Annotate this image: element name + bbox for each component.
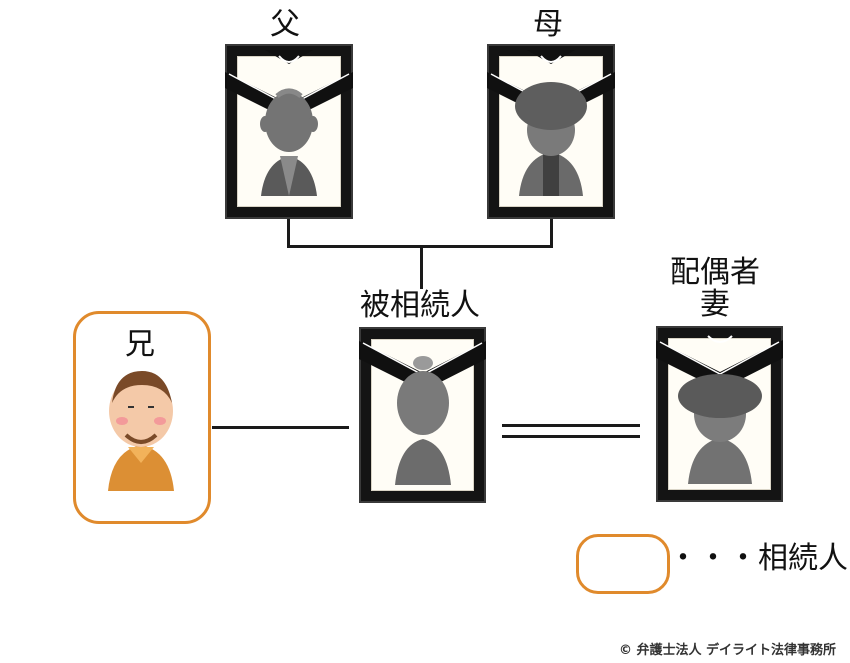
deceased-body-icon: [395, 439, 451, 485]
mother-portrait: [487, 50, 615, 196]
sibling-line: [212, 426, 349, 429]
mother-hair-icon: [515, 82, 587, 130]
spouse-label-line1: 配偶者: [670, 255, 760, 290]
mother-label: 母: [533, 7, 563, 42]
deceased-portrait: [359, 341, 486, 485]
spouse-label-line2: 妻: [700, 287, 730, 322]
marriage-line-top: [502, 424, 640, 427]
father-memorial-frame: [225, 44, 353, 219]
spouse-body-icon: [688, 438, 752, 484]
father-portrait: [225, 50, 353, 196]
brother-hair-icon: [112, 371, 172, 403]
spouse-portrait: [656, 335, 783, 484]
deceased-label: 被相続人: [360, 288, 480, 323]
brother-shirt-icon: [108, 445, 174, 491]
parents-to-child-line: [420, 245, 423, 289]
deceased-head-icon: [397, 371, 449, 435]
brother-portrait: [108, 371, 174, 491]
father-label: 父: [270, 7, 300, 42]
marriage-line-bottom: [502, 435, 640, 438]
brother-face-icon: [109, 375, 173, 447]
legend-text: ・・・相続人: [668, 541, 848, 576]
father-head-icon: [265, 92, 313, 152]
legend-heir-swatch: [576, 534, 670, 594]
parents-connector-left: [287, 218, 290, 248]
deceased-hair-bun-icon: [413, 356, 433, 370]
mother-memorial-frame: [487, 44, 615, 219]
spouse-memorial-frame: [656, 326, 783, 502]
brother-label: 兄: [125, 327, 155, 362]
spouse-hair-icon: [678, 374, 762, 418]
parents-connector-right: [550, 218, 553, 248]
deceased-memorial-frame: [359, 327, 486, 503]
copyright-text: © 弁護士法人 デイライト法律事務所: [618, 643, 836, 658]
